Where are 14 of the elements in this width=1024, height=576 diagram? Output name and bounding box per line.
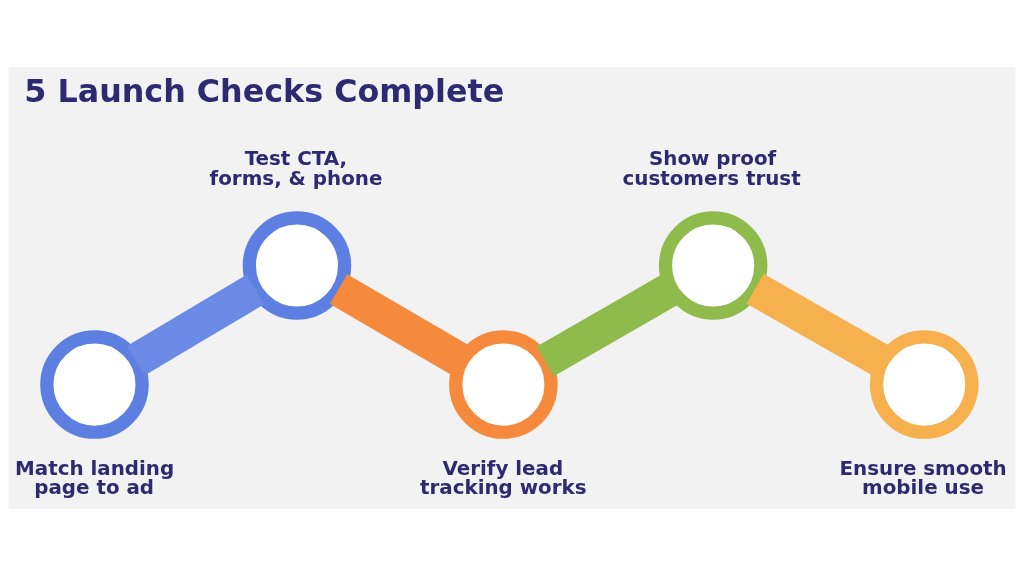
connector bbox=[329, 274, 471, 376]
node-circle bbox=[869, 330, 979, 439]
node-label: Show proof customers trust bbox=[622, 146, 801, 190]
node-label: Verify lead tracking works bbox=[420, 456, 587, 500]
node-circle bbox=[242, 211, 352, 320]
node-circle bbox=[40, 330, 149, 439]
node-circle bbox=[449, 330, 558, 439]
node-circle bbox=[658, 211, 768, 320]
node-label: Match landing page to ad bbox=[15, 456, 175, 500]
node-label: Test CTA, forms, & phone bbox=[209, 146, 383, 190]
diagram-title: 5 Launch Checks Complete bbox=[24, 72, 505, 109]
connector bbox=[126, 274, 265, 376]
connector bbox=[746, 273, 891, 377]
node-label: Ensure smooth mobile use bbox=[839, 456, 1007, 500]
